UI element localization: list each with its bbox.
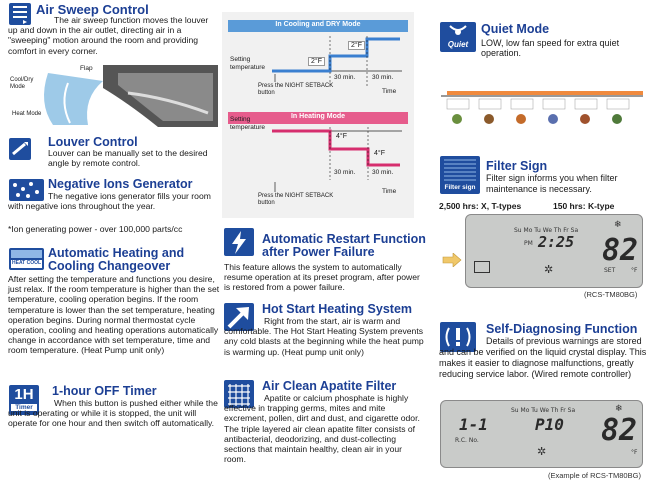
heat-step-1: 4°F [336, 133, 347, 140]
quiet-mode-body: LOW, low fan speed for extra quiet opera… [481, 38, 620, 59]
cool-step-2: 2°F [348, 41, 365, 50]
filter-lcd-time: 2:25 [538, 233, 575, 251]
air-sweep-illustration: Flap Cool/Dry Mode Heat Mode [8, 63, 220, 128]
one-hour-timer-body: When this button is pushed either while … [8, 398, 218, 429]
cool-press-label: Press the NIGHT SETBACK button [258, 83, 334, 96]
filter-hours-x: 2,500 hrs: X, T-types [439, 201, 522, 211]
air-sweep-body: The air sweep function moves the louver … [8, 15, 209, 56]
cooling-mode-header: In Cooling and DRY Mode [275, 21, 361, 28]
hot-start-arrow-icon [224, 303, 254, 331]
setting-temperature-label: Setting temperature [230, 56, 266, 71]
filter-lcd-unit: °F [631, 267, 638, 274]
diag-lcd-code-left: 1-1 [459, 415, 488, 434]
filter-sign-body: Filter sign informs you when filter main… [486, 173, 618, 194]
diag-caption: (Example of RCS-TM80BG) [548, 471, 641, 480]
filter-lcd-pm: PM [524, 240, 533, 247]
filter-lcd-snow-icon: ❄ [614, 219, 622, 229]
heat-min-1: 30 min. [334, 169, 356, 176]
filter-lcd-days: Su Mo Tu We Th Fr Sa [514, 227, 579, 234]
air-sweep-title: Air Sweep Control [36, 2, 149, 17]
heat-setting-temperature-label: Setting temperature [230, 116, 266, 131]
self-diagnosing-title: Self-Diagnosing Function [486, 322, 638, 336]
one-hour-timer-icon: 1H Timer [9, 385, 39, 415]
cool-step-1: 2°F [308, 57, 325, 66]
louver-title: Louver Control [48, 135, 138, 149]
auto-heat-cool-body: After setting the temperature and functi… [8, 274, 220, 356]
louver-icon [9, 138, 31, 160]
diag-lcd-code-right: P10 [535, 415, 564, 434]
self-diagnosing-body: Details of previous warnings are stored … [439, 336, 647, 379]
one-hour-timer-title: 1-hour OFF Timer [52, 384, 157, 398]
quiet-icon: Quiet [440, 22, 476, 52]
negative-ions-note: *Ion generating power - over 100,000 par… [8, 224, 183, 234]
heat-press-label: Press the NIGHT SETBACK button [258, 193, 334, 206]
filter-lcd-display: Su Mo Tu We Th Fr Sa PM 2:25 82 °F SET ✲… [465, 214, 643, 288]
heat-mode-label: Heat Mode [12, 111, 42, 117]
diag-lcd-rc: R.C. No. [455, 437, 479, 444]
diag-lcd-display: Su Mo Tu We Th Fr Sa 1-1 P10 R.C. No. 82… [440, 400, 643, 468]
night-setback-diagram: In Cooling and DRY Mode In Heating Mode … [222, 12, 414, 218]
auto-restart-title: Automatic Restart Function after Power F… [262, 232, 426, 259]
cool-min-2: 30 min. [372, 74, 394, 81]
filter-caption: (RCS-TM80BG) [584, 290, 638, 299]
heat-min-2: 30 min. [372, 169, 394, 176]
cool-dry-label: Cool/Dry Mode [10, 77, 34, 90]
flap-label: Flap [80, 65, 93, 72]
filter-indicator-arrow-icon [442, 252, 462, 268]
filter-lcd-temp: 82 [602, 233, 639, 268]
filter-lcd-filter-icon [474, 261, 490, 273]
apatite-filter-icon [224, 380, 254, 408]
negative-ions-body: The negative ions generator fills your r… [8, 191, 211, 212]
heat-cool-icon: HEAT COOL [9, 248, 44, 270]
heat-step-2: 4°F [374, 150, 385, 157]
negative-ions-title: Negative Ions Generator [48, 177, 193, 191]
noise-scale-illustration [437, 82, 647, 128]
diag-lcd-unit: °F [631, 449, 638, 456]
filter-sign-icon: Filter sign [440, 156, 480, 194]
heating-mode-header: In Heating Mode [290, 113, 346, 120]
apatite-body: Apatite or calcium phosphate is highly e… [224, 393, 420, 465]
hot-start-body: Right from the start, air is warm and co… [224, 316, 424, 357]
filter-hours-k: 150 hrs: K-type [553, 201, 615, 211]
apatite-title: Air Clean Apatite Filter [262, 379, 397, 393]
filter-sign-title: Filter Sign [486, 159, 548, 173]
filter-lcd-fan-icon: ✲ [544, 264, 554, 276]
air-sweep-icon [9, 3, 31, 25]
self-diagnosing-icon [440, 322, 476, 352]
cool-time-label: Time [382, 88, 397, 95]
negative-ions-icon [9, 179, 44, 201]
auto-restart-body: This feature allows the system to automa… [224, 262, 420, 293]
louver-body: Louver can be manually set to the desire… [48, 148, 208, 169]
hot-start-title: Hot Start Heating System [262, 302, 413, 316]
auto-heat-cool-title: Automatic Heating and Cooling Changeover [48, 246, 185, 273]
lightning-icon [224, 228, 254, 256]
diag-lcd-fan-icon: ✲ [537, 446, 547, 458]
diag-lcd-snow-icon: ❄ [615, 403, 623, 413]
cool-min-1: 30 min. [334, 74, 356, 81]
heat-time-label: Time [382, 188, 397, 195]
diag-lcd-days: Su Mo Tu We Th Fr Sa [511, 407, 576, 414]
filter-lcd-set: SET [604, 267, 616, 274]
quiet-mode-title: Quiet Mode [481, 22, 550, 36]
diag-lcd-temp: 82 [601, 413, 638, 448]
